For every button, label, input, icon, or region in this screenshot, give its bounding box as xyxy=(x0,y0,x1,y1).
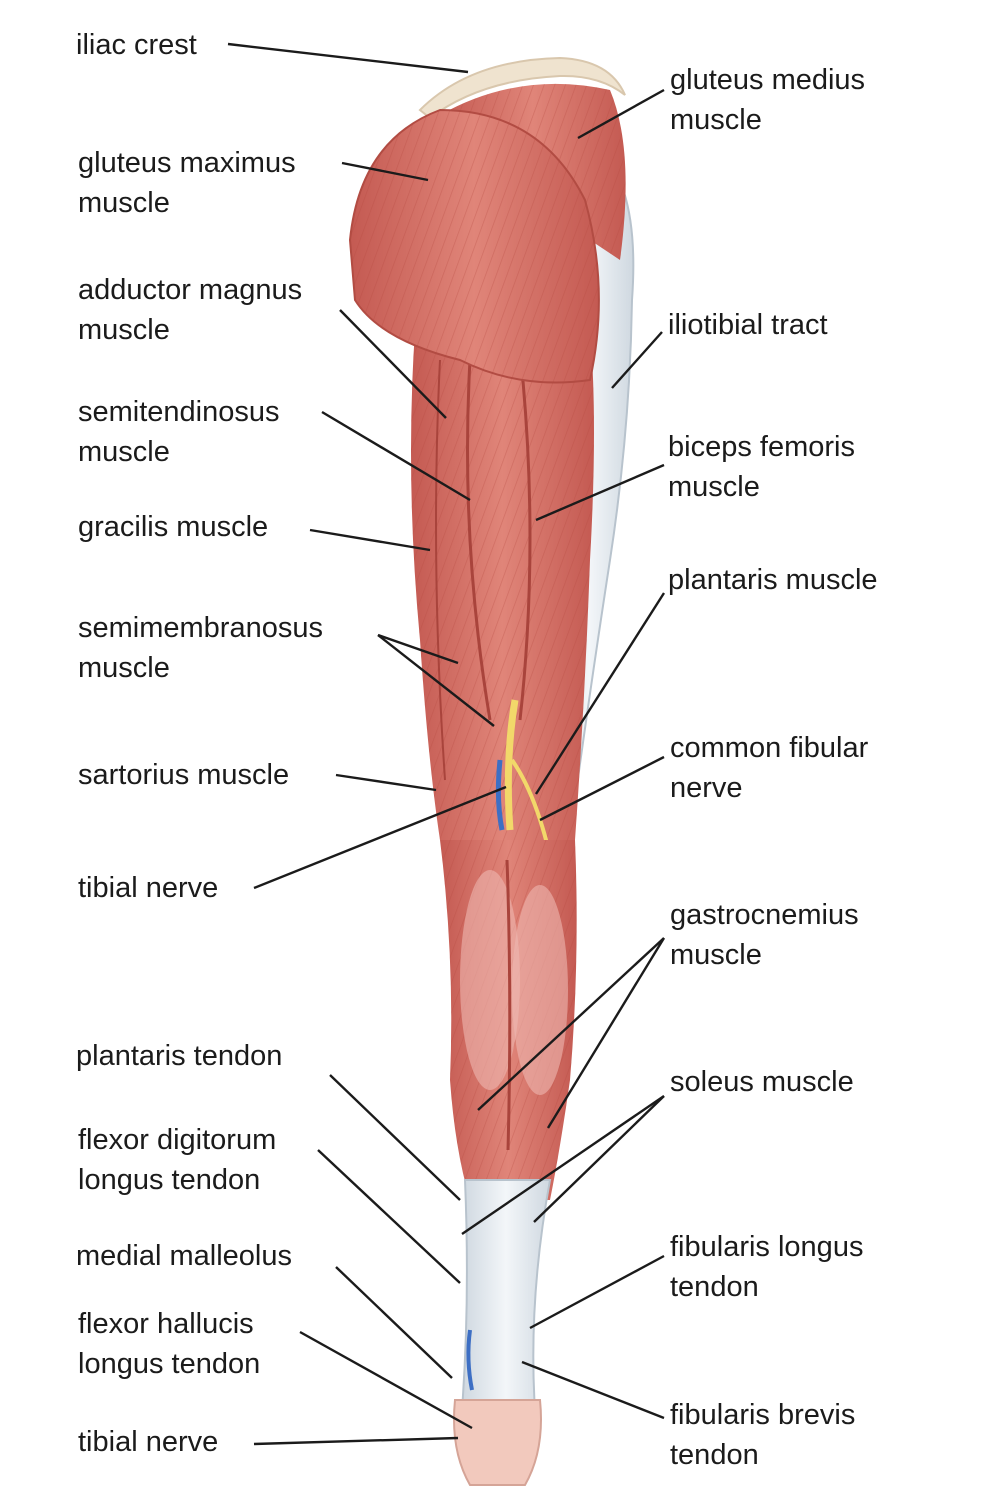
label-biceps-femoris-line2: muscle xyxy=(668,471,760,503)
label-gluteus-maximus-line2: muscle xyxy=(78,187,170,219)
label-tibial-nerve-upper: tibial nerve xyxy=(78,872,219,904)
label-adductor-magnus-line1: adductor magnus xyxy=(78,274,303,306)
label-semimembranosus-line2: muscle xyxy=(78,652,170,684)
label-biceps-femoris-line1: biceps femoris xyxy=(668,431,855,463)
label-fibularis-longus-line2: tendon xyxy=(670,1271,759,1303)
heel-shape xyxy=(453,1399,542,1486)
label-medial-malleolus: medial malleolus xyxy=(76,1240,292,1272)
label-sartorius: sartorius muscle xyxy=(78,759,290,791)
label-gastrocnemius-line2: muscle xyxy=(670,939,762,971)
label-gluteus-medius-line1: gluteus medius xyxy=(670,64,866,96)
leader-lines xyxy=(227,42,666,1446)
ankle-tendon-shape xyxy=(460,1179,552,1411)
label-flexor-hallucis-line1: flexor hallucis xyxy=(78,1308,254,1340)
label-fibularis-brevis-line1: fibularis brevis xyxy=(670,1399,856,1431)
label-tibial-nerve-lower: tibial nerve xyxy=(78,1426,219,1458)
label-flexor-digitorum-line1: flexor digitorum xyxy=(78,1124,277,1156)
label-iliac-crest: iliac crest xyxy=(76,29,197,61)
label-plantaris-muscle: plantaris muscle xyxy=(668,564,878,596)
label-flexor-hallucis-line2: longus tendon xyxy=(78,1348,261,1380)
label-common-fibular-nerve-line1: common fibular xyxy=(670,732,869,764)
label-fibularis-brevis-line2: tendon xyxy=(670,1439,759,1471)
label-iliotibial-tract: iliotibial tract xyxy=(668,309,828,341)
label-gracilis: gracilis muscle xyxy=(78,511,269,543)
label-gastrocnemius-line1: gastrocnemius xyxy=(670,899,859,931)
label-semitendinosus-line2: muscle xyxy=(78,436,170,468)
label-common-fibular-nerve-line2: nerve xyxy=(670,772,743,804)
label-adductor-magnus-line2: muscle xyxy=(78,314,170,346)
iliac-crest-shape xyxy=(418,56,626,120)
label-gluteus-medius-line2: muscle xyxy=(670,104,762,136)
label-plantaris-tendon: plantaris tendon xyxy=(76,1040,283,1072)
label-fibularis-longus-line1: fibularis longus xyxy=(670,1231,864,1263)
label-flexor-digitorum-line2: longus tendon xyxy=(78,1164,261,1196)
popliteal-nerve-shape xyxy=(504,699,519,831)
label-soleus: soleus muscle xyxy=(670,1066,854,1098)
label-gluteus-maximus-line1: gluteus maximus xyxy=(78,147,296,179)
label-semimembranosus-line1: semimembranosus xyxy=(78,612,323,644)
label-semitendinosus-line1: semitendinosus xyxy=(78,396,280,428)
